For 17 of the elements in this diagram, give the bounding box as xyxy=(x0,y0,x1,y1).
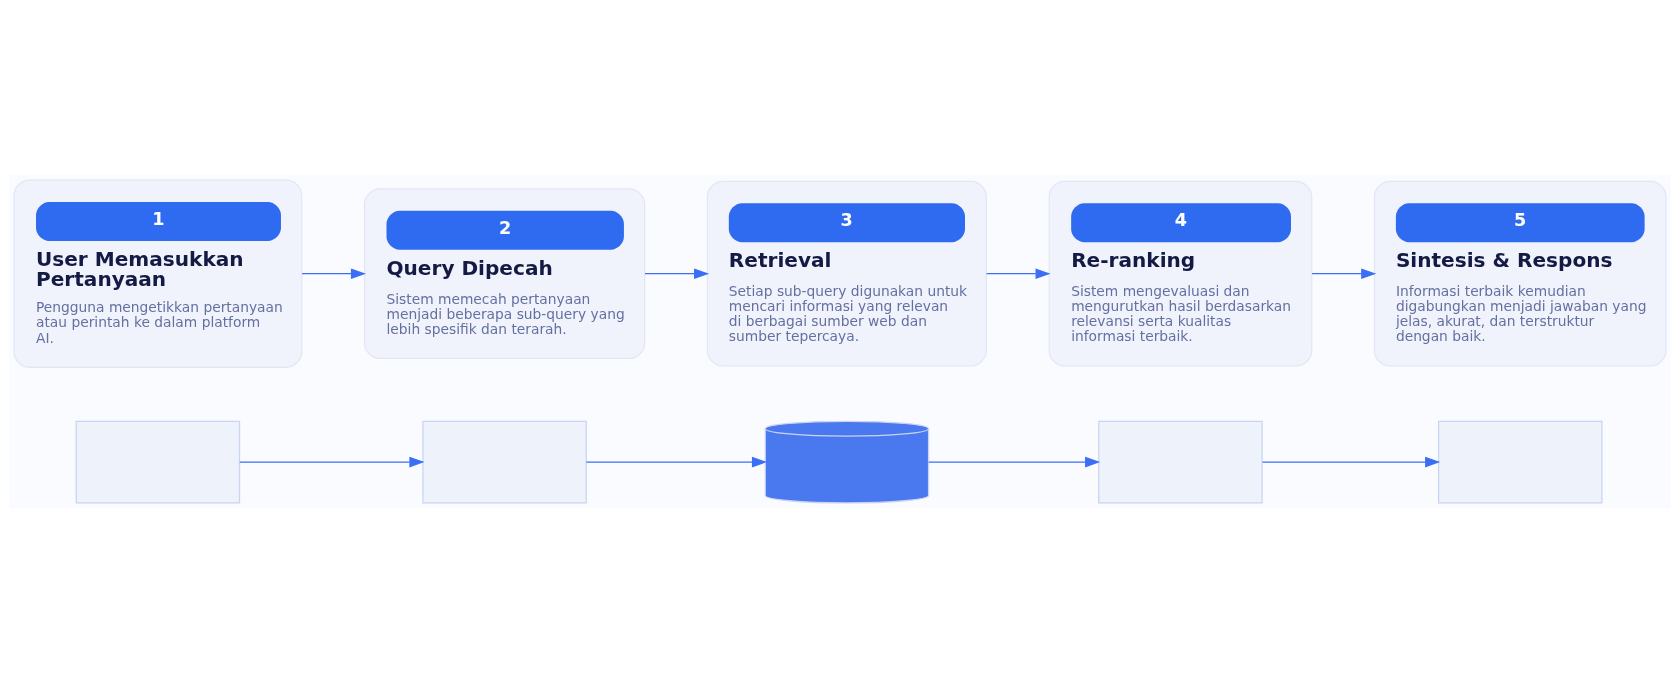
arrow xyxy=(300,267,366,279)
node-box: 4 Re-ranking Sistem mengevaluasi dan mengurutkan hasil berdasarkan relevansi serta kualitas informasi terbaik. xyxy=(1048,180,1312,367)
node-box xyxy=(75,420,240,504)
node-box xyxy=(1437,420,1603,504)
arrow xyxy=(985,267,1051,279)
arrow xyxy=(927,456,1100,467)
arrow xyxy=(1261,456,1440,467)
node-box: 2 Query Dipecah Sistem memecah pertanyaan menjadi beberapa sub-query yang lebih spesifik dan terarah. xyxy=(363,187,645,359)
arrow xyxy=(238,456,424,467)
node-box: 1 User Memasukkan Pertanyaan Pengguna mengetikkan pertanyaan atau perintah ke dalam platform AI. xyxy=(12,178,302,368)
arrow xyxy=(585,456,767,467)
node-box xyxy=(421,420,587,504)
arrow xyxy=(643,267,709,279)
node-box xyxy=(1097,420,1263,504)
arrow xyxy=(1310,267,1376,279)
node-box: 3 Retrieval Setiap sub-query digunakan untuk mencari informasi yang relevan di berbagai sumber web dan sumber tepercaya. xyxy=(706,180,987,367)
node-box: 5 Sintesis & Respons Informasi terbaik kemudian digabungkan menjadi jawaban yang jelas, akurat, dan terstruktur dengan baik. xyxy=(1373,180,1667,367)
